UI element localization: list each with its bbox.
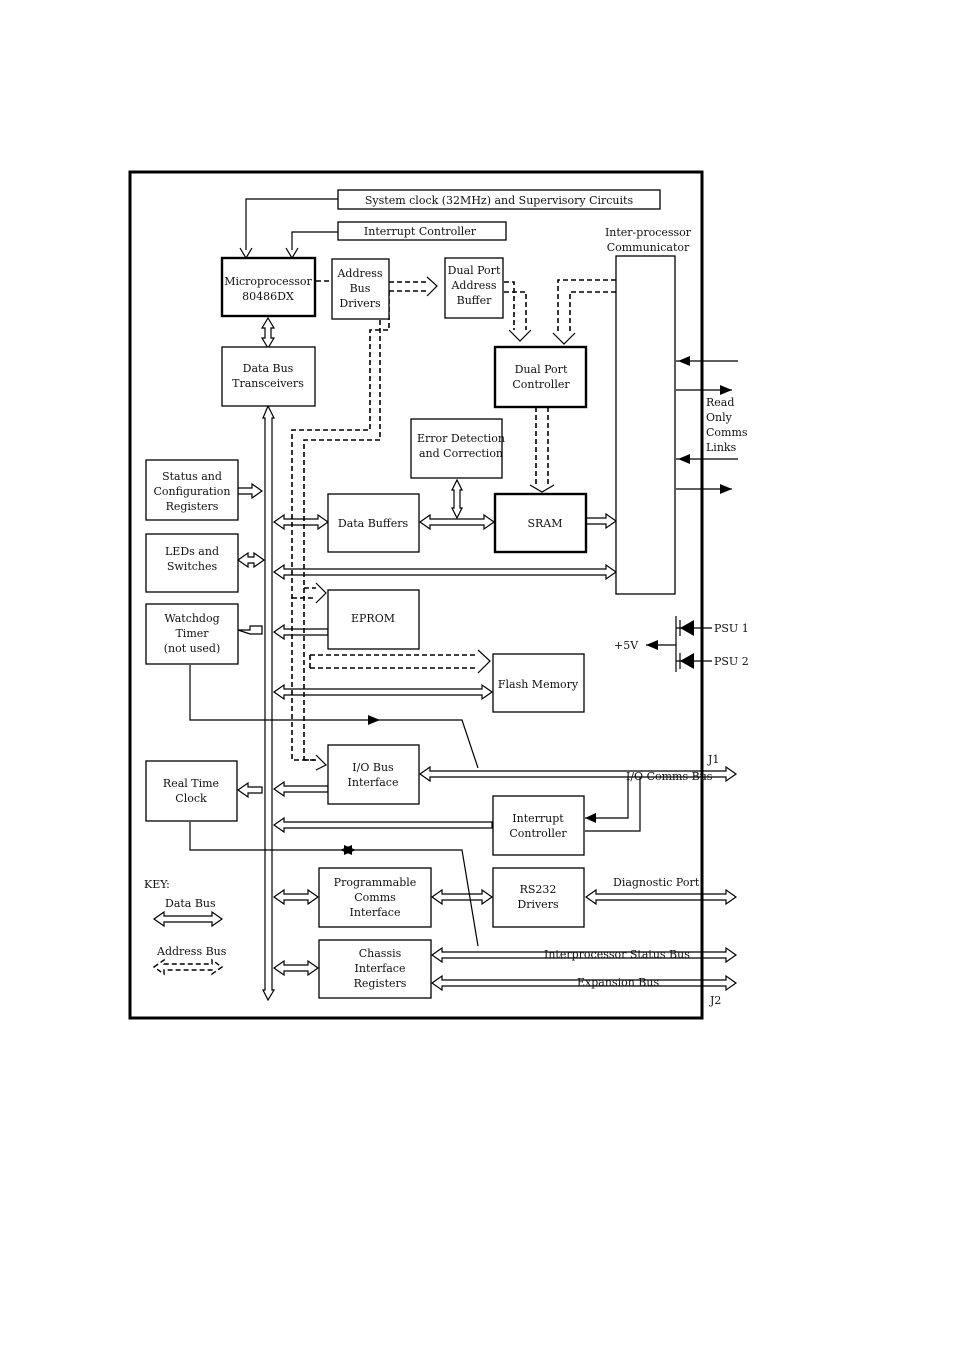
scr-3: Registers: [166, 500, 219, 513]
wdt-2: Timer: [175, 627, 209, 640]
pci-3: Interface: [350, 906, 401, 919]
pci-2: Comms: [354, 891, 396, 904]
key-address-bus-symbol: [152, 958, 224, 976]
edc-2: and Correction: [419, 447, 503, 460]
data-buffers-label: Data Buffers: [338, 517, 409, 530]
scr-2: Configuration: [153, 485, 230, 498]
icb-1: Interrupt: [512, 812, 564, 825]
dpab-2: Address: [450, 279, 496, 292]
dpc-1: Dual Port: [515, 363, 568, 376]
read-only-4: Links: [706, 441, 737, 454]
ipc-label-1: Inter-processor: [605, 226, 692, 239]
interrupt-controller-top: Interrupt Controller: [337, 221, 507, 241]
data-bus-transceivers: Data Bus Transceivers: [221, 346, 316, 407]
v5-label: +5V: [614, 639, 639, 652]
pci-1: Programmable: [334, 876, 417, 889]
data-buffers-block: Data Buffers: [327, 493, 420, 553]
iobi-1: I/O Bus: [352, 761, 394, 774]
data-bus-lines: [236, 316, 738, 1002]
read-only-1: Read: [706, 396, 734, 409]
microprocessor-block: Microprocessor 80486DX: [220, 256, 317, 318]
dpab-3: Buffer: [457, 294, 492, 307]
real-time-clock: Real Time Clock: [145, 760, 238, 822]
error-detection-block: Error Detection and Correction: [410, 418, 505, 479]
dbt-1: Data Bus: [243, 362, 294, 375]
programmable-comms-interface: Programmable Comms Interface: [318, 867, 432, 928]
control-lines: [189, 198, 738, 947]
psu2-label: PSU 2: [714, 655, 749, 668]
iobi-2: Interface: [348, 776, 399, 789]
clock-block: System clock (32MHz) and Supervisory Cir…: [337, 189, 661, 210]
watchdog-timer: Watchdog Timer (not used): [145, 603, 239, 665]
j1-label: J1: [707, 753, 719, 766]
key-address-bus: Address Bus: [156, 945, 227, 958]
read-only-3: Comms: [706, 426, 748, 439]
inter-processor-communicator: Inter-processor Communicator: [605, 226, 692, 595]
dual-port-address-buffer: Dual Port Address Buffer: [444, 257, 504, 319]
leds-switches: LEDs and Switches: [145, 533, 239, 593]
rtc-2: Clock: [175, 792, 207, 805]
interrupt-controller-bottom: Interrupt Controller: [492, 795, 585, 856]
dpab-1: Dual Port: [448, 264, 501, 277]
interrupt-top-label: Interrupt Controller: [364, 225, 477, 238]
addr-drv-1: Address: [336, 267, 382, 280]
key-data-bus: Data Bus: [165, 897, 216, 910]
leds-2: Switches: [167, 560, 218, 573]
board-outline: [128, 170, 704, 1020]
read-only-2: Only: [706, 411, 733, 424]
rs232-2: Drivers: [517, 898, 559, 911]
micro-label-1: Microprocessor: [224, 275, 312, 288]
sram-label: SRAM: [527, 517, 562, 530]
addr-drv-2: Bus: [350, 282, 371, 295]
ip-status-bus-label: Interprocessor Status Bus: [544, 948, 690, 961]
ipc-label-2: Communicator: [607, 241, 690, 254]
sram-block: SRAM: [493, 492, 588, 554]
address-bus-lines: [291, 279, 616, 761]
icb-2: Controller: [509, 827, 567, 840]
wdt-1: Watchdog: [164, 612, 219, 625]
rtc-1: Real Time: [163, 777, 219, 790]
eprom-block: EPROM: [327, 589, 420, 650]
scr-1: Status and: [162, 470, 222, 483]
chassis-interface-registers: Chassis Interface Registers: [318, 939, 432, 999]
leds-1: LEDs and: [165, 545, 219, 558]
micro-label-2: 80486DX: [242, 290, 294, 303]
key-title: KEY:: [144, 878, 170, 891]
rs232-drivers: RS232 Drivers: [492, 867, 585, 928]
expansion-bus-label: Expansion Bus: [577, 976, 659, 989]
io-comms-bus-label: I/O Comms Bus: [626, 770, 713, 783]
edc-1: Error Detection: [417, 432, 505, 445]
wdt-3: (not used): [164, 642, 221, 655]
diagnostic-port-label: Diagnostic Port: [613, 876, 700, 889]
flash-label: Flash Memory: [498, 678, 579, 691]
address-arrowheads: [315, 276, 576, 771]
j2-label: J2: [709, 994, 721, 1007]
dpc-2: Controller: [512, 378, 570, 391]
external-labels: Read Only Comms Links PSU 1 PSU 2 +5V J1…: [544, 396, 749, 1007]
dual-port-controller: Dual Port Controller: [493, 345, 588, 409]
dbt-2: Transceivers: [232, 377, 304, 390]
cir-1: Chassis: [359, 947, 402, 960]
clock-label: System clock (32MHz) and Supervisory Cir…: [365, 194, 634, 207]
address-bus-drivers: Address Bus Drivers: [331, 258, 390, 320]
psu1-label: PSU 1: [714, 622, 749, 635]
legend: KEY: Data Bus Address Bus: [144, 878, 227, 976]
status-config-registers: Status and Configuration Registers: [145, 459, 239, 521]
io-bus-interface: I/O Bus Interface: [327, 744, 420, 805]
eprom-label: EPROM: [351, 612, 395, 625]
cir-2: Interface: [355, 962, 406, 975]
addr-drv-3: Drivers: [339, 297, 381, 310]
key-data-bus-symbol: [152, 910, 224, 928]
flash-memory-block: Flash Memory: [492, 653, 585, 713]
rs232-1: RS232: [520, 883, 557, 896]
cir-3: Registers: [354, 977, 407, 990]
